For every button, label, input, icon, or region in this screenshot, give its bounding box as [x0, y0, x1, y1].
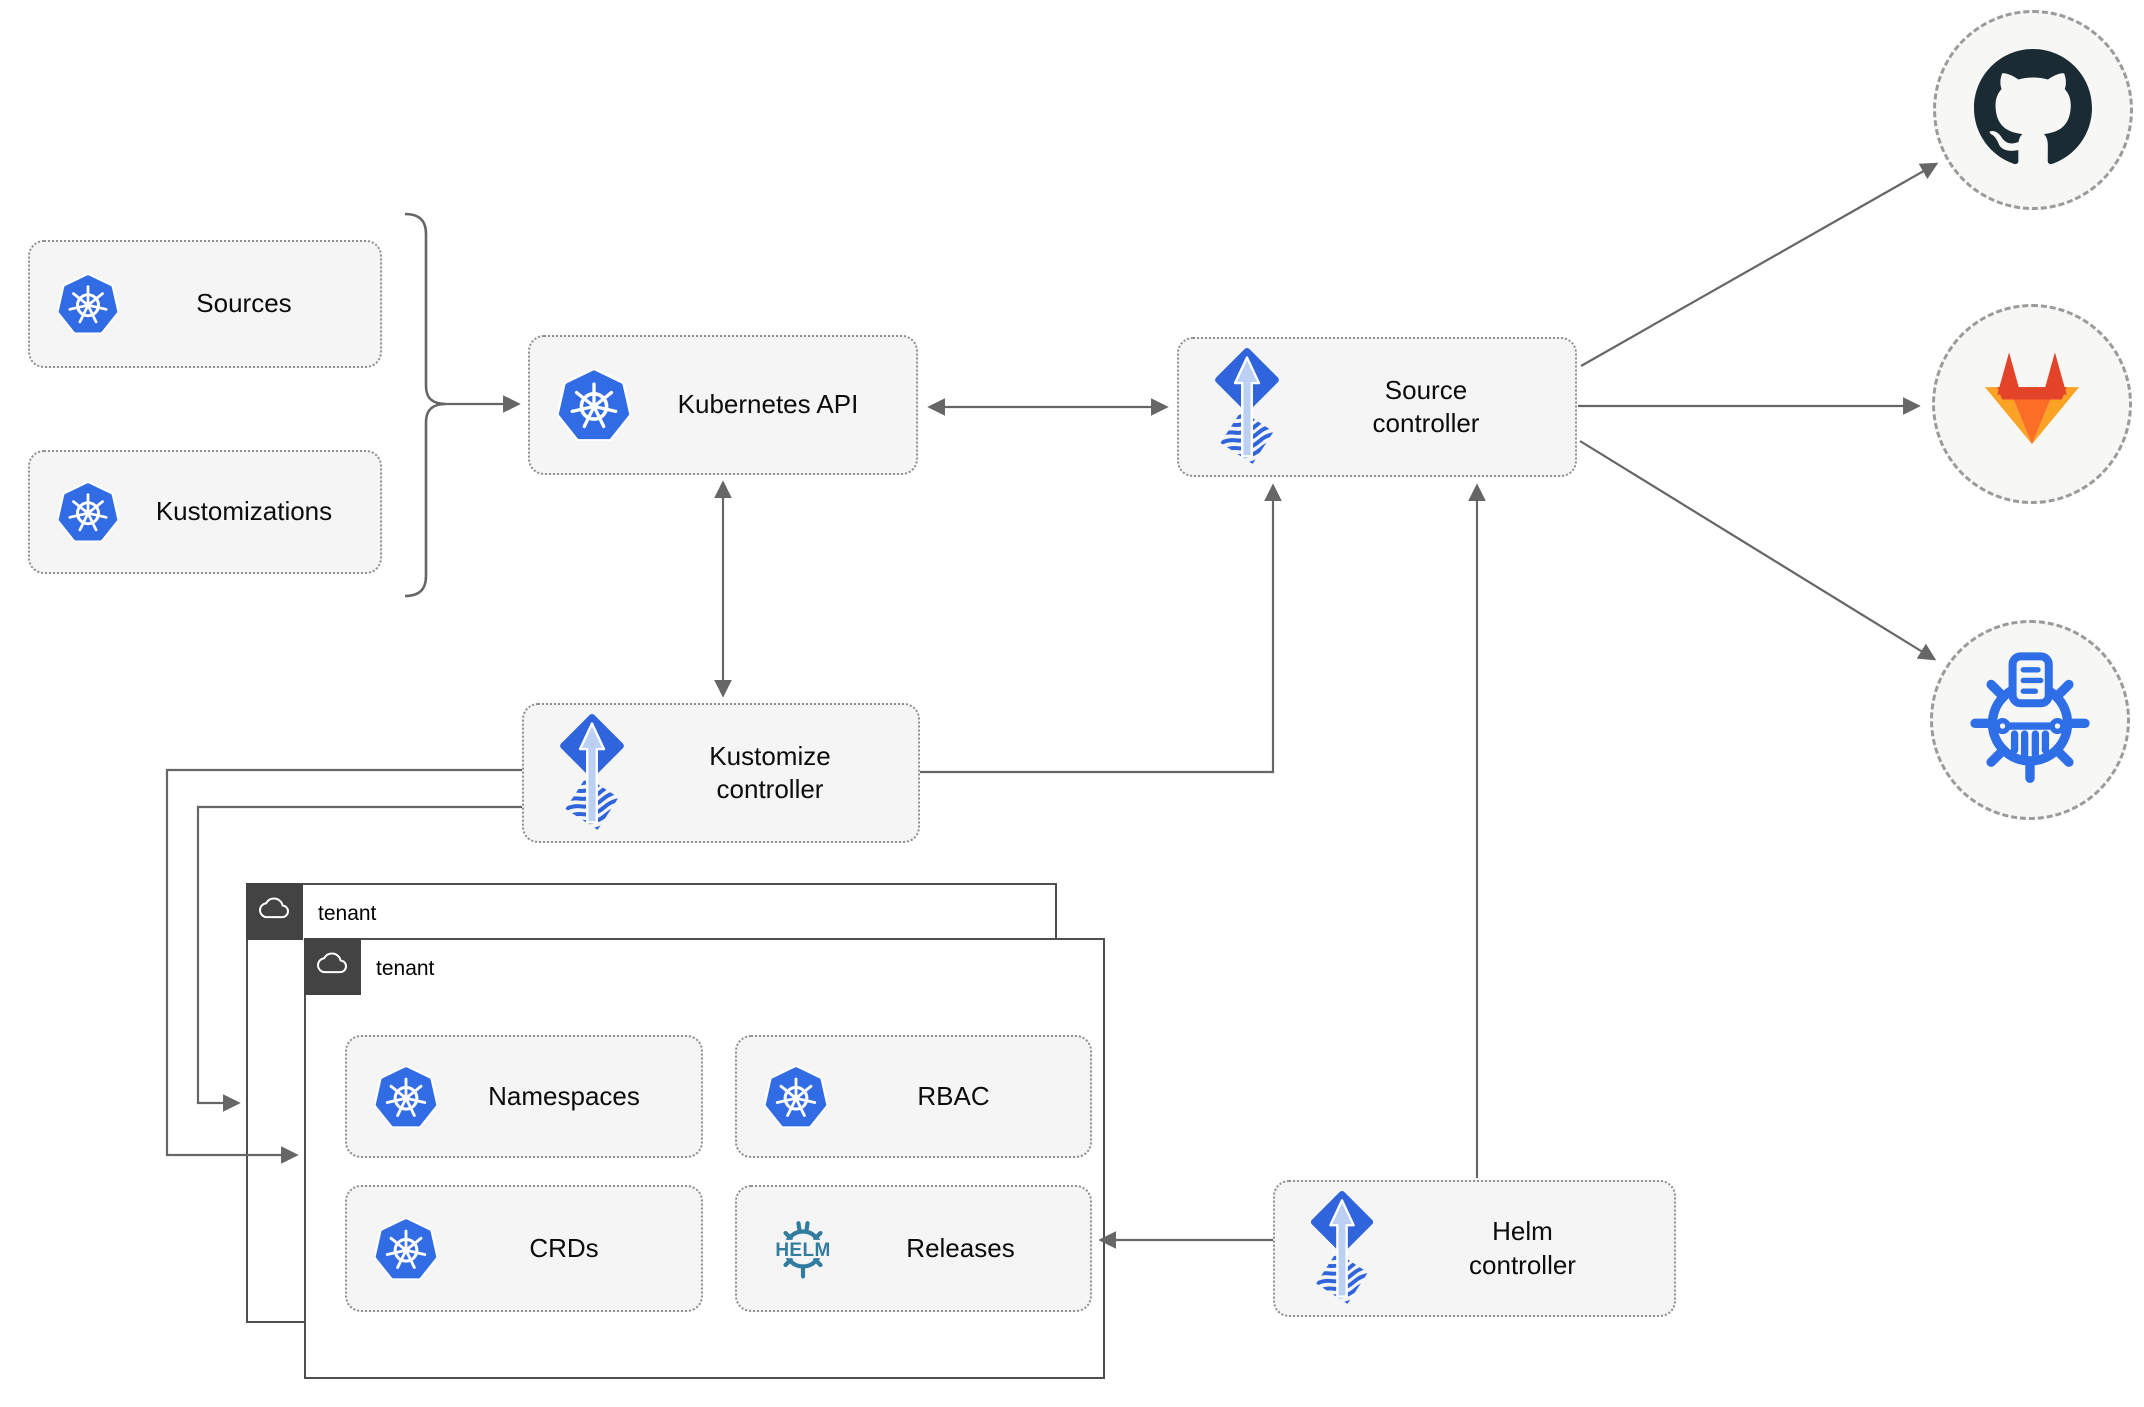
node-label: CRDs	[529, 1232, 599, 1263]
flux-icon	[1207, 348, 1287, 466]
node-crds: CRDs	[345, 1185, 703, 1312]
kubernetes-icon	[375, 1218, 437, 1280]
cloud-icon	[314, 950, 350, 983]
node-label: Helm controller	[1381, 1215, 1674, 1282]
tenant-tag	[303, 937, 361, 995]
node-label: RBAC	[917, 1080, 990, 1111]
external-github	[1933, 10, 2133, 210]
node-label: Kustomize controller	[632, 740, 918, 807]
node-label-line: Source	[1384, 374, 1468, 405]
node-kubernetes-api: Kubernetes API	[528, 335, 918, 475]
node-source-controller: Source controller	[1177, 337, 1577, 477]
tenant-label: tenant	[318, 902, 377, 925]
kubernetes-icon	[58, 274, 118, 334]
arrow-kustomize-to-source-controller	[920, 483, 1282, 774]
node-helm-controller: Helm controller	[1273, 1180, 1676, 1317]
flux-icon	[1303, 1191, 1381, 1306]
tenant-label: tenant	[376, 957, 435, 980]
arrow-source-to-github	[1580, 162, 1939, 367]
kubernetes-icon	[375, 1066, 437, 1128]
harbor-registry-icon	[1963, 651, 2097, 790]
node-label-line: Helm	[1492, 1216, 1553, 1247]
tenant-tag	[245, 882, 303, 940]
bracket-sources-kustomizations	[404, 212, 447, 598]
node-sources: Sources	[28, 240, 382, 368]
flux-icon	[552, 714, 632, 832]
node-label: Kustomizations	[155, 496, 333, 527]
node-label-line: Kustomize	[709, 740, 831, 771]
github-icon	[1974, 49, 2092, 172]
node-kustomize-controller: Kustomize controller	[522, 703, 920, 843]
kubernetes-icon	[765, 1066, 827, 1128]
node-label: Namespaces	[488, 1080, 640, 1111]
node-label-line: controller	[716, 774, 824, 804]
tenant-box-front: tenant	[303, 937, 1105, 1379]
cloud-icon	[256, 895, 292, 928]
node-rbac: RBAC	[735, 1035, 1092, 1158]
arrow-source-to-harbor	[1579, 440, 1937, 661]
gitlab-icon	[1970, 345, 2094, 464]
node-label: Kubernetes API	[677, 389, 859, 420]
node-label-line: controller	[1469, 1249, 1576, 1280]
external-gitlab	[1932, 304, 2132, 504]
helm-icon	[765, 1214, 841, 1284]
node-label: Sources	[196, 288, 292, 319]
external-harbor	[1930, 620, 2130, 820]
kubernetes-icon	[558, 369, 630, 441]
node-label: Releases	[906, 1232, 1015, 1263]
kubernetes-icon	[58, 482, 118, 542]
node-label: Source controller	[1287, 374, 1575, 441]
node-kustomizations: Kustomizations	[28, 450, 382, 574]
node-releases: Releases	[735, 1185, 1092, 1312]
node-namespaces: Namespaces	[345, 1035, 703, 1158]
node-label-line: controller	[1372, 408, 1480, 438]
